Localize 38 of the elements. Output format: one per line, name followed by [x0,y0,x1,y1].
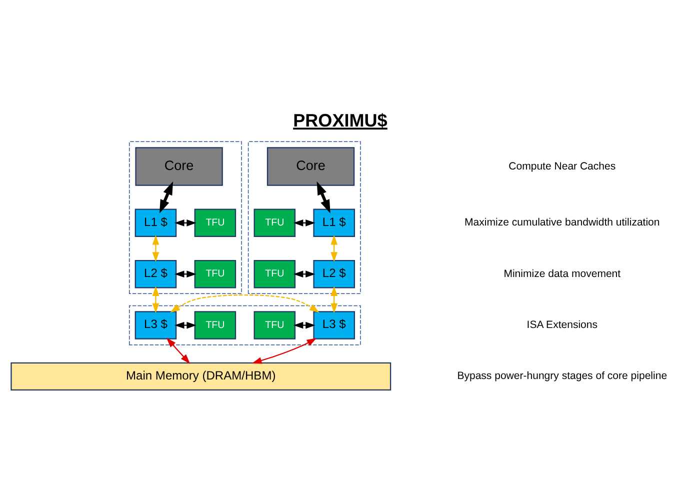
arrow [166,338,190,364]
node-box: Main Memory (DRAM/HBM) [10,362,392,391]
diagram-title: PROXIMU$ [293,110,388,131]
cluster [129,141,242,294]
node-box: TFU [194,311,236,340]
arrow [293,322,316,329]
arrow [159,181,174,214]
arrow [293,219,316,226]
arrow [330,235,338,262]
cluster [248,141,361,294]
node-box: Core [135,147,223,186]
arrow [252,338,317,364]
arrow [152,235,160,262]
arrow [330,286,338,314]
node-box: L2 $ [313,260,355,288]
node-box: TFU [254,260,296,288]
node-box: TFU [194,260,236,288]
node-box: L2 $ [134,260,177,288]
label: ISA Extensions [526,319,598,332]
label: Bypass power-hungry stages of core pipeline [457,370,668,382]
arrow [174,219,196,226]
node-box: L3 $ [313,311,355,340]
node-box: TFU [194,208,236,238]
arrow [174,322,196,329]
node-box: Core [266,147,355,186]
node-box: TFU [254,208,296,238]
label: Compute Near Caches [508,160,616,172]
arrow [293,270,316,278]
node-box: L1 $ [134,208,177,238]
label: Maximize cumulative bandwidth utilization [464,216,660,229]
arrow [174,270,196,278]
node-box: L1 $ [313,208,355,238]
arrow [170,294,320,313]
node-box: TFU [254,311,296,340]
label: Minimize data movement [504,268,621,280]
node-box: L3 $ [134,311,177,340]
arrow [152,286,160,314]
arrow [316,181,330,214]
